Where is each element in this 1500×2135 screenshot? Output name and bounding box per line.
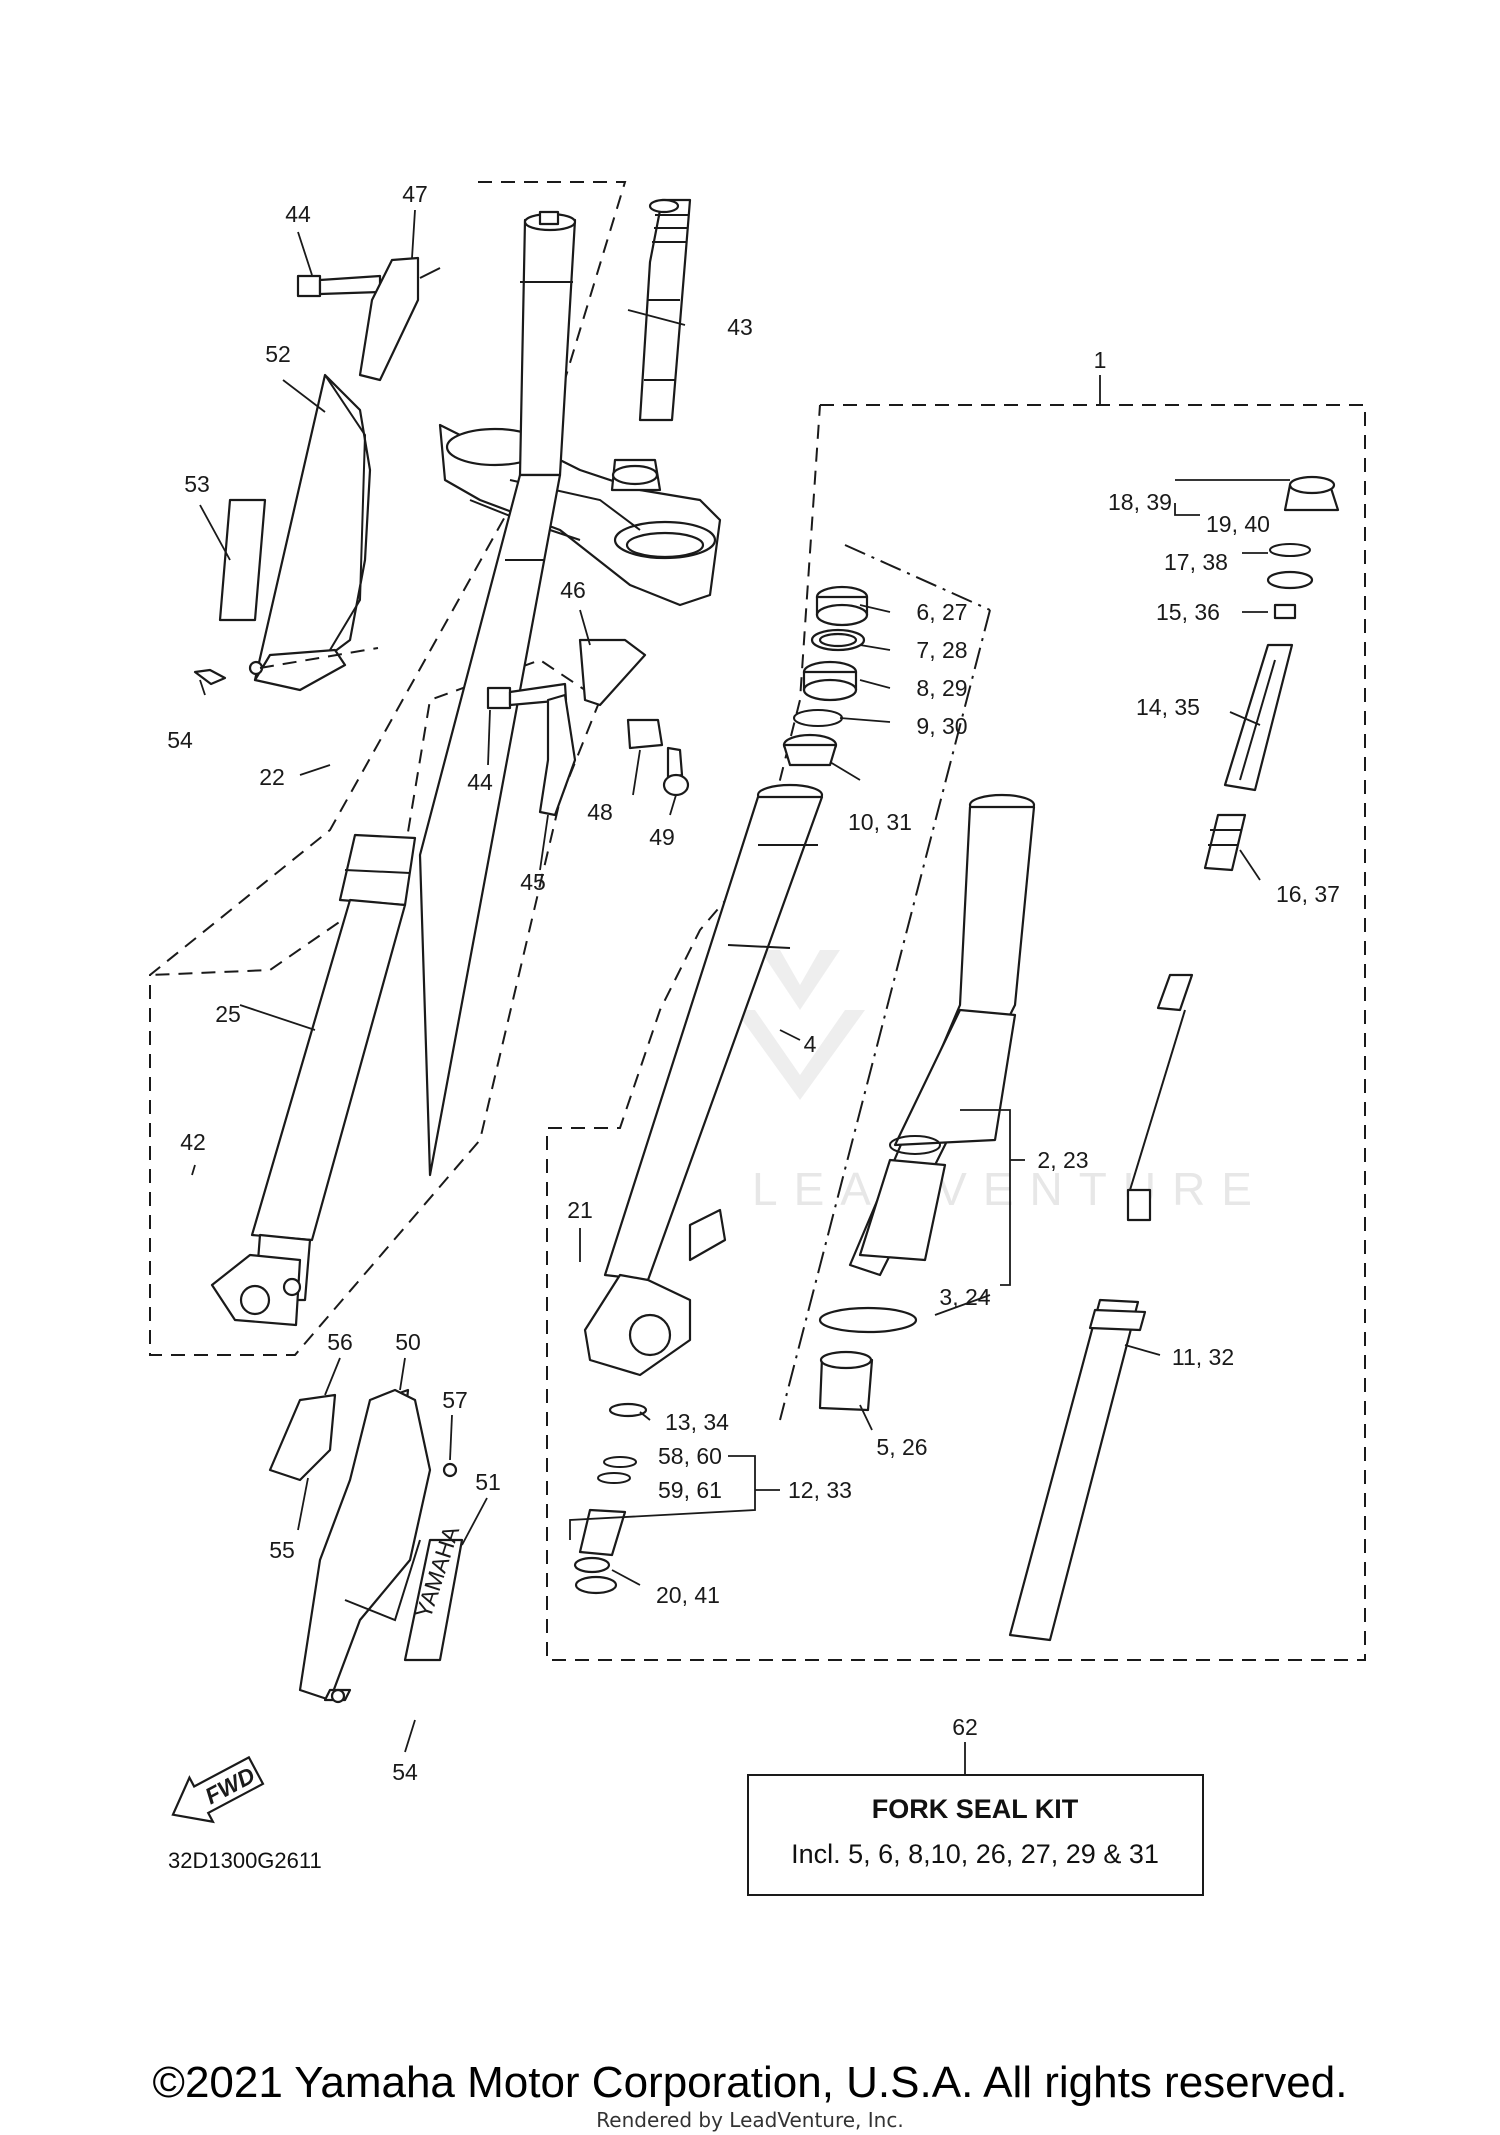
- callout-18-39: 18, 39: [1108, 489, 1172, 515]
- callout-21: 21: [567, 1197, 593, 1223]
- callout-6-27: 6, 27: [916, 599, 967, 625]
- lower-bracket: [438, 423, 722, 607]
- callout-62: 62: [952, 1714, 978, 1740]
- callout-51: 51: [475, 1469, 501, 1495]
- callout-54-upper: 54: [167, 727, 193, 753]
- callout-48: 48: [587, 799, 613, 825]
- callout-2-23: 2, 23: [1037, 1147, 1088, 1173]
- brake-hose-bracket: [486, 638, 690, 817]
- callout-12-33: 12, 33: [788, 1477, 852, 1503]
- upper-bolt-bracket: [296, 256, 441, 382]
- diagram-code: 32D1300G2611: [168, 1848, 322, 1873]
- outer-fork-tube: [818, 793, 1036, 1412]
- front-fork-guard-lower: [268, 1388, 464, 1704]
- callout-22: 22: [259, 764, 285, 790]
- callout-1: 1: [1094, 347, 1107, 373]
- callout-20-41: 20, 41: [656, 1582, 720, 1608]
- callout-43: 43: [727, 314, 753, 340]
- callout-15-36: 15, 36: [1156, 599, 1220, 625]
- callout-42: 42: [180, 1129, 206, 1155]
- callout-44-upper: 44: [285, 201, 311, 227]
- callout-58-60: 58, 60: [658, 1443, 722, 1469]
- fork-seal-kit-contents: Incl. 5, 6, 8,10, 26, 27, 29 & 31: [791, 1839, 1159, 1869]
- callout-16-37: 16, 37: [1276, 881, 1340, 907]
- callout-19-40: 19, 40: [1206, 511, 1270, 537]
- fork-seal-kit-box: FORK SEAL KIT Incl. 5, 6, 8,10, 26, 27, …: [747, 1774, 1204, 1896]
- callout-54-lower: 54: [392, 1759, 418, 1785]
- fork-seal-kit-title: FORK SEAL KIT: [872, 1794, 1079, 1824]
- callout-46: 46: [560, 577, 586, 603]
- callout-14-35: 14, 35: [1136, 694, 1200, 720]
- callout-13-34: 13, 34: [665, 1409, 729, 1435]
- left-fork-tube: [210, 210, 577, 1327]
- callout-52: 52: [265, 341, 291, 367]
- callout-8-29: 8, 29: [916, 675, 967, 701]
- damper-bottom-parts: [573, 1402, 648, 1595]
- callout-55: 55: [269, 1537, 295, 1563]
- callout-10-31: 10, 31: [848, 809, 912, 835]
- callout-25: 25: [215, 1001, 241, 1027]
- callout-labels: 44 47 43 52 53 54 22 46 44 48 49 45 25 4…: [167, 181, 1340, 1785]
- copyright-notice: ©2021 Yamaha Motor Corporation, U.S.A. A…: [152, 2058, 1348, 2107]
- callout-49: 49: [649, 824, 675, 850]
- callout-17-38: 17, 38: [1164, 549, 1228, 575]
- leader-lines: [191, 209, 1290, 1775]
- callout-59-61: 59, 61: [658, 1477, 722, 1503]
- callout-45: 45: [520, 869, 546, 895]
- callout-44-lower: 44: [467, 769, 493, 795]
- callout-5-26: 5, 26: [876, 1434, 927, 1460]
- steering-stem: [638, 198, 692, 422]
- callout-9-30: 9, 30: [916, 713, 967, 739]
- damper-assembly: [1008, 475, 1340, 1642]
- rendered-by-notice: Rendered by LeadVenture, Inc.: [596, 2108, 904, 2132]
- callout-56: 56: [327, 1329, 353, 1355]
- front-fork-guard-upper: [193, 373, 379, 692]
- callout-3-24: 3, 24: [939, 1284, 990, 1310]
- outline-left-fork-assembly: [149, 181, 627, 1356]
- callout-47: 47: [402, 181, 428, 207]
- callout-4: 4: [804, 1031, 817, 1057]
- callout-57: 57: [442, 1387, 468, 1413]
- callout-11-32: 11, 32: [1172, 1344, 1234, 1370]
- inner-fork-tube: [583, 783, 824, 1377]
- callout-53: 53: [184, 471, 210, 497]
- outline-main-fork-assembly: [546, 404, 1366, 1661]
- fwd-arrow-icon: FWD: [171, 1755, 265, 1824]
- callout-7-28: 7, 28: [916, 637, 967, 663]
- callout-50: 50: [395, 1329, 421, 1355]
